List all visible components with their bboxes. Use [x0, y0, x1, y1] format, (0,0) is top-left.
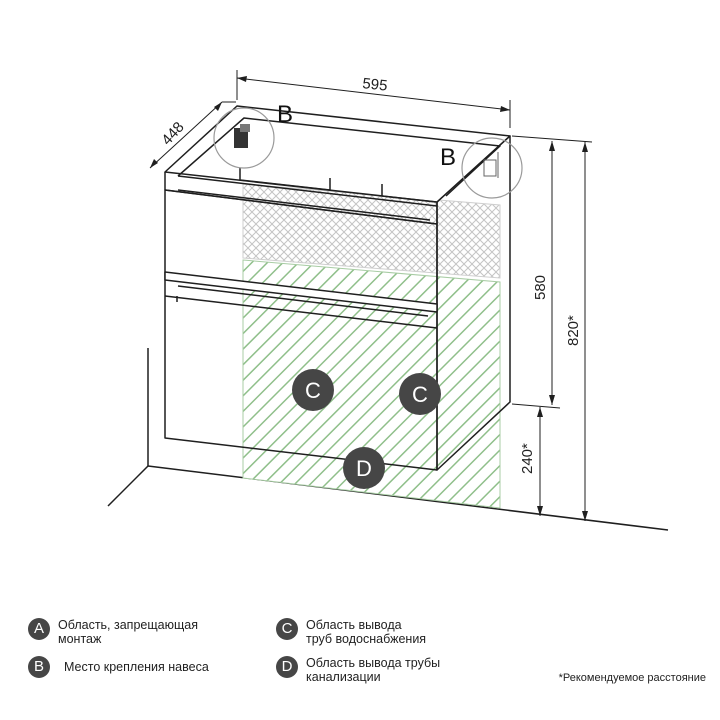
marker-c-left-letter: C — [305, 378, 321, 403]
legend-d-line-1: Область вывода трубы — [306, 656, 441, 670]
mount-height-label: 240* — [519, 443, 536, 474]
marker-c-right-letter: C — [412, 382, 428, 407]
legend-badge-d: D — [276, 656, 298, 678]
legend-c-line-2: труб водоснабжения — [306, 632, 427, 646]
cabinet — [164, 105, 511, 471]
legend-text-d: Область вывода трубы канализации — [306, 656, 440, 684]
marker-c-left: C — [292, 369, 334, 411]
footnote: *Рекомендуемое расстояние — [558, 672, 706, 684]
cabinet-height-label: 580 — [532, 275, 549, 300]
vanity-cabinet-diagram: B B 595 448 580 820* 240* — [107, 70, 669, 531]
wall-floor-lines — [107, 348, 669, 531]
legend-a-line-1: Область, запрещающая — [58, 618, 198, 632]
legend-text-c: Область вывода труб водоснабжения — [306, 618, 426, 646]
marker-c-right: C — [399, 373, 441, 415]
legend-d-line-2: канализации — [306, 670, 381, 684]
callout-b-right: B — [440, 144, 456, 171]
legend-item-d: D Область вывода трубы канализации — [276, 656, 440, 684]
water-drain-zone — [242, 259, 501, 509]
width-dimension — [236, 70, 511, 128]
legend-badge-c: C — [276, 618, 298, 640]
legend-item-a: A Область, запрещающая монтаж — [28, 618, 198, 646]
depth-dimension — [149, 101, 236, 169]
legend-text-a: Область, запрещающая монтаж — [58, 618, 198, 646]
legend-c-line-1: Область вывода — [306, 618, 402, 632]
legend-badge-a: A — [28, 618, 50, 640]
callout-b-left: B — [277, 101, 293, 128]
total-height-label: 820* — [565, 315, 582, 346]
legend-a-line-2: монтаж — [58, 632, 102, 646]
legend-text-b: Место крепления навеса — [64, 656, 209, 674]
detail-circle-right — [461, 137, 523, 199]
height-dimensions — [511, 135, 593, 521]
legend-badge-b: B — [28, 656, 50, 678]
legend-item-c: C Область вывода труб водоснабжения — [276, 618, 426, 646]
depth-label: 448 — [158, 119, 187, 149]
detail-circle-left — [213, 107, 275, 169]
marker-d-letter: D — [356, 456, 372, 481]
legend-item-b: B Место крепления навеса — [28, 656, 209, 678]
legend-b-line-1: Место крепления навеса — [64, 660, 209, 674]
width-label: 595 — [362, 75, 389, 95]
marker-d: D — [343, 447, 385, 489]
